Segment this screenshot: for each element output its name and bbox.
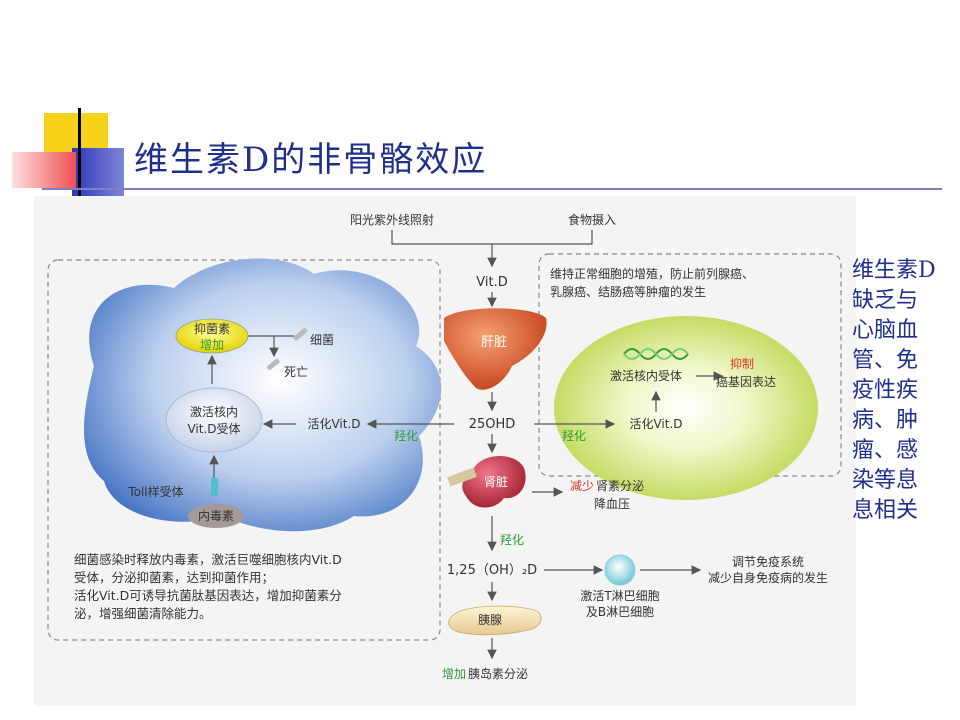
pancreas-label: 胰腺: [478, 613, 502, 627]
endotoxin-ellipse: [188, 504, 244, 528]
toll-label: Toll样受体: [127, 484, 183, 499]
activate-nuclear-line-2: Vit.D受体: [187, 422, 240, 436]
right-desc-line-2: 乳腺癌、结肠癌等肿瘤的发生: [550, 284, 706, 299]
left-desc-line-3: 活化Vit.D可诱导抗菌肽基因表达，增加抑菌素分: [74, 588, 342, 603]
slide-title: 维生素D的非骨骼效应: [134, 140, 488, 180]
bacteria-icon: [293, 328, 308, 341]
antimicrobial-label: 抑菌素: [194, 321, 230, 336]
activate-nuclear-receptor: 激活核内受体: [610, 369, 682, 383]
renin-reduce: 减少: [570, 479, 594, 493]
diagram-svg: 阳光紫外线照射 食物摄入 Vit.D 肝脏 25OHD 羟化 活化Vit.D 羟…: [47, 212, 842, 681]
lower-bp-label: 降血压: [594, 497, 630, 511]
t-cells-label: 激活T淋巴细胞: [580, 589, 659, 603]
hydroxylation-down: 羟化: [500, 532, 524, 547]
food-label: 食物摄入: [568, 212, 616, 227]
input-bracket: [391, 230, 593, 245]
b-cells-label: 及B淋巴细胞: [586, 605, 654, 619]
adrenal-icon: [447, 467, 477, 487]
left-panel-border: [47, 259, 441, 641]
vitd-label: Vit.D: [476, 275, 507, 290]
25ohd-label: 25OHD: [469, 417, 516, 432]
side-note: 维生素D缺乏与心脑血管、免疫性疾病、肿瘤、感染等息息相关: [852, 258, 936, 523]
immune-line-1: 调节免疫系统: [732, 554, 804, 569]
sunlight-label: 阳光紫外线照射: [350, 212, 434, 227]
dead-bacteria-icon: [267, 358, 280, 370]
title-underline: [42, 188, 942, 190]
immune-line-2: 减少自身免疫病的发生: [708, 570, 828, 585]
oncogene-label: 癌基因表达: [716, 374, 776, 389]
right-panel-border: [538, 253, 842, 477]
decor-vertical-line: [78, 108, 81, 200]
active-vitd-left: 活化Vit.D: [307, 417, 360, 431]
left-desc-line-2: 受体，分泌抑菌素，达到抑菌作用；: [74, 570, 274, 585]
bacteria-label: 细菌: [310, 333, 334, 347]
calcitriol-label: 1,25（OH）₂D: [447, 563, 537, 578]
death-label: 死亡: [284, 365, 308, 379]
activate-nuclear-line-1: 激活核内: [190, 405, 238, 419]
insulin-increase: 增加: [442, 667, 466, 681]
t-cell-icon: [604, 554, 636, 586]
macrophage-cell: [84, 258, 442, 532]
pancreas-organ: [448, 605, 542, 636]
decor-red-bar: [12, 152, 76, 188]
hydroxylation-right: 羟化: [562, 428, 586, 443]
liver-label: 肝脏: [481, 335, 507, 350]
insulin-secretion: 胰岛素分泌: [468, 666, 528, 681]
left-desc-line-1: 细菌感染时释放内毒素，激活巨噬细胞核内Vit.D: [74, 552, 342, 567]
liver-organ: [444, 308, 547, 390]
inhibit-label: 抑制: [730, 356, 754, 371]
antimicrobial-increase: 增加: [200, 338, 224, 352]
vitamin-d-diagram: 阳光紫外线照射 食物摄入 Vit.D 肝脏 25OHD 羟化 活化Vit.D 羟…: [34, 196, 856, 706]
hydroxylation-left: 羟化: [394, 428, 418, 443]
kidney-organ: [462, 456, 526, 508]
tumor-cell-oval: [554, 316, 818, 500]
active-vitd-right: 活化Vit.D: [629, 417, 682, 431]
nucleus-ellipse: [165, 387, 263, 453]
dna-icon-strand: [623, 348, 689, 360]
renin-secretion: 肾素分泌: [596, 479, 644, 493]
toll-receptor-icon: [211, 478, 218, 496]
left-desc-line-4: 泌，增强细菌清除能力。: [74, 606, 212, 621]
kidney-label: 肾脏: [484, 474, 508, 489]
endotoxin-label: 内毒素: [198, 509, 234, 523]
right-desc-line-1: 维持正常细胞的增殖，防止前列腺癌、: [550, 266, 754, 281]
